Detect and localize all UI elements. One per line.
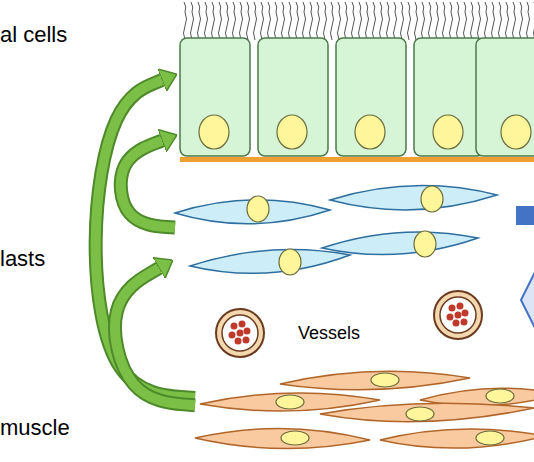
epithelial-cell — [476, 38, 534, 156]
vessel — [434, 291, 482, 339]
muscle-cell — [280, 371, 470, 390]
nucleus — [355, 115, 385, 149]
layer-label: al cells — [0, 22, 67, 48]
cilia — [180, 0, 534, 40]
nucleus — [199, 115, 229, 149]
epithelial-cell — [336, 38, 406, 156]
arrow-body — [121, 141, 175, 228]
basement-membrane — [180, 157, 534, 162]
nucleus — [276, 395, 304, 409]
vessel-lumen — [222, 315, 258, 351]
vessel-wall — [434, 291, 482, 339]
nucleus — [247, 196, 269, 222]
nucleus — [421, 186, 443, 212]
cell-layer: muscle — [195, 375, 534, 447]
blue-arrow-shaft — [516, 206, 534, 225]
influence-arrow — [115, 268, 195, 405]
influence-arrow — [121, 141, 175, 228]
arrow-outline — [121, 141, 175, 228]
epithelial-cell — [180, 38, 250, 156]
epithelial-cell — [258, 38, 328, 156]
fibroblast — [190, 250, 350, 274]
arrow-body — [96, 80, 195, 398]
fibroblast-nuclei — [247, 186, 443, 275]
epithelial-nuclei — [199, 115, 531, 149]
nucleus — [277, 115, 307, 149]
fibroblast — [322, 232, 478, 255]
muscle-cell — [320, 403, 534, 422]
layer-label: muscle — [0, 415, 70, 441]
muscle-cell — [380, 429, 534, 448]
vessel — [216, 309, 264, 357]
muscle-cell — [195, 428, 370, 448]
nucleus — [433, 115, 463, 149]
muscle-nuclei — [276, 373, 514, 445]
epithelial-cell — [414, 38, 484, 156]
epithelial-cells — [180, 38, 534, 156]
cell-layer: lasts — [175, 183, 500, 282]
arrow-body — [115, 268, 195, 405]
cell-layer: al cells — [178, 36, 534, 162]
structure-label: Vessels — [298, 322, 360, 344]
smooth-muscle-cells — [195, 371, 534, 448]
nucleus — [406, 407, 434, 421]
nucleus — [486, 389, 514, 403]
nucleus — [279, 249, 301, 275]
nucleus — [476, 431, 504, 445]
vessel-lumen — [440, 297, 476, 333]
blood-cells — [447, 303, 469, 327]
arrow-outline — [96, 80, 195, 398]
layer-label: lasts — [0, 246, 45, 272]
blood-cells — [229, 321, 251, 345]
nucleus — [371, 373, 399, 387]
arrow-outline — [115, 268, 195, 405]
nucleus — [414, 231, 436, 257]
blue-arrow-head — [521, 270, 534, 330]
nucleus — [281, 431, 309, 445]
fibroblast-cells — [175, 186, 497, 274]
vessel-wall — [216, 309, 264, 357]
influence-arrow — [96, 80, 195, 398]
fibroblast — [330, 186, 497, 210]
nucleus — [501, 115, 531, 149]
